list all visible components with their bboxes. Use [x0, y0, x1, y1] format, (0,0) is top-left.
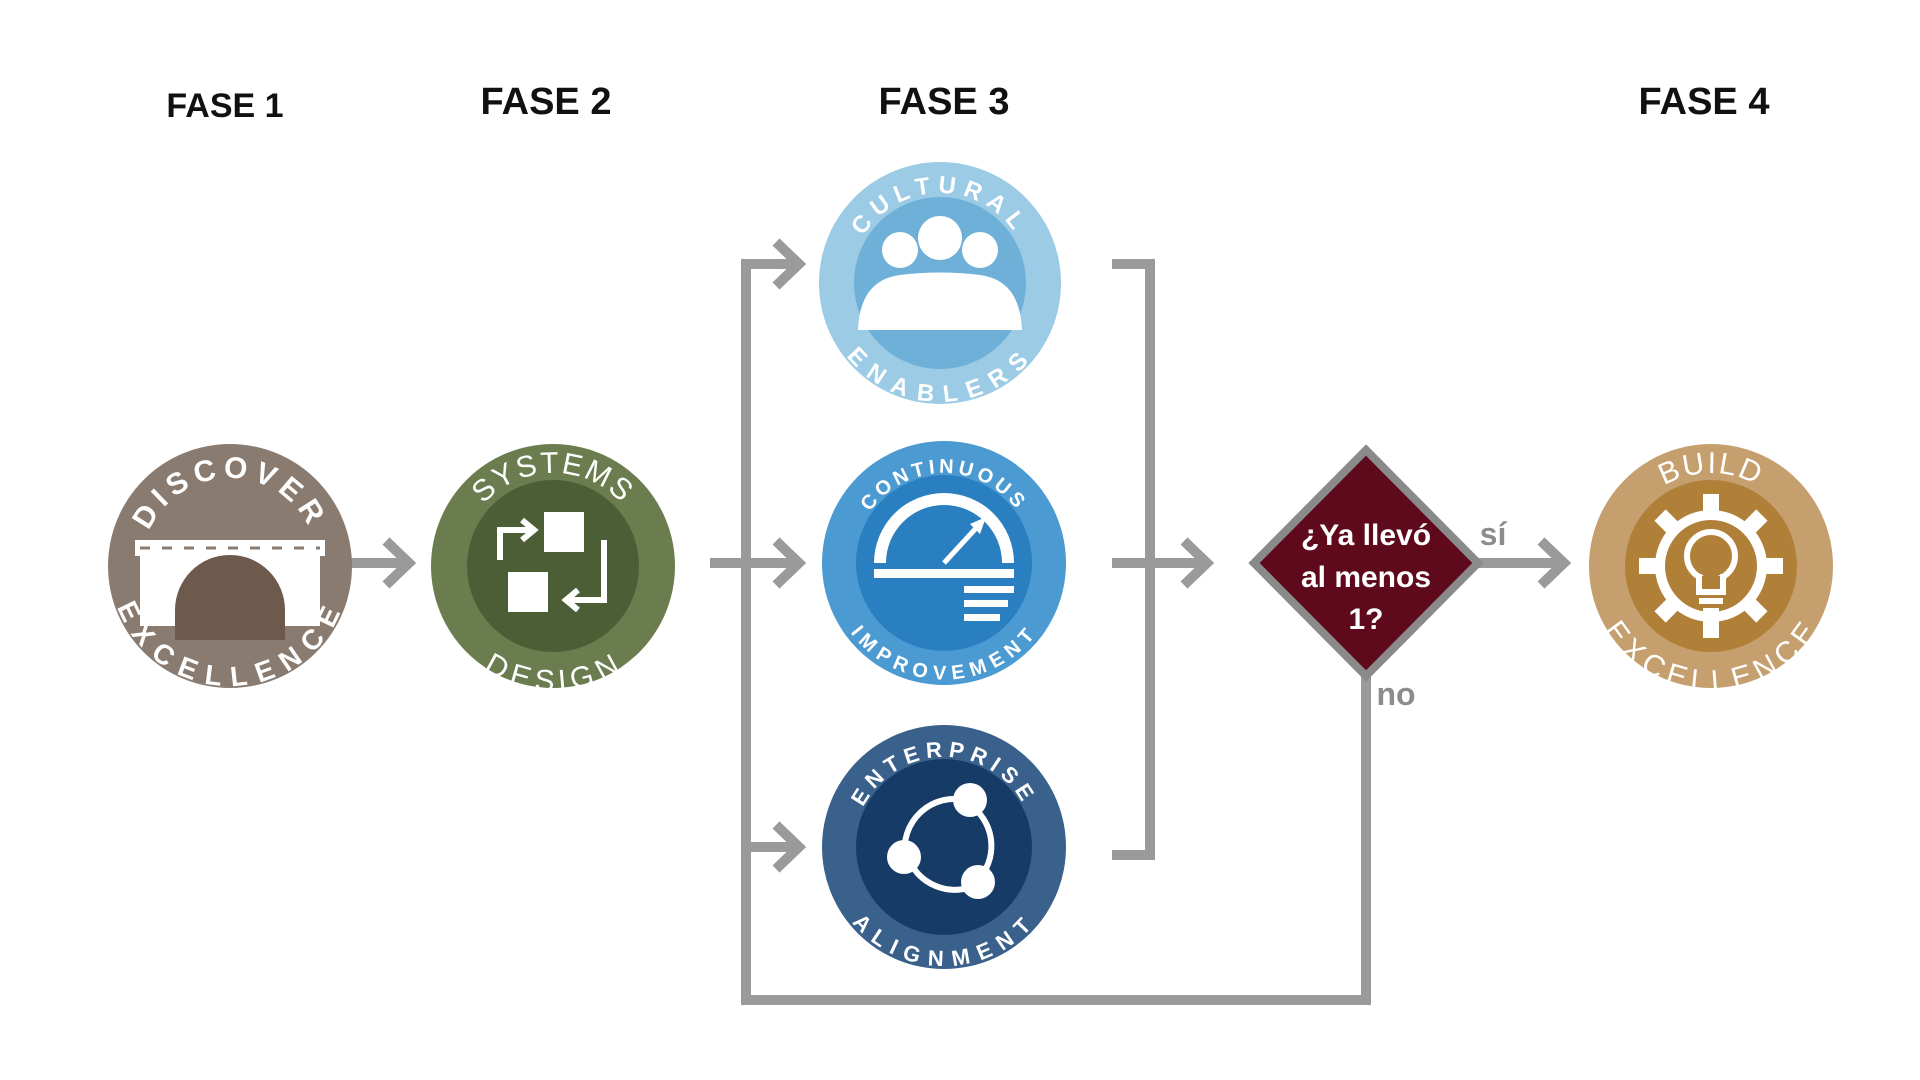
decision-line-1: ¿Ya llevó	[1301, 519, 1431, 552]
flow-connectors	[350, 238, 1572, 1005]
feedback-loop	[741, 259, 1371, 1005]
people-group-icon	[858, 216, 1022, 330]
continuous-improvement-badge: CONTINUOUS IMPROVEMENT	[822, 441, 1066, 685]
arrowhead-enterprise	[772, 821, 807, 873]
decision-diamond	[1248, 444, 1484, 682]
cultural-enablers-badge: CULTURAL ENABLERS	[819, 162, 1061, 408]
yes-label: sí	[1480, 516, 1508, 552]
arrowhead-systems	[382, 537, 417, 589]
no-label: no	[1376, 676, 1415, 712]
decision-line-3: 1?	[1348, 603, 1383, 636]
enterprise-alignment-badge: ENTERPRISE ALIGNMENT	[822, 725, 1066, 971]
network-nodes-icon	[887, 783, 995, 899]
discover-excellence-badge: DISCOVER EXCELLENCE	[108, 444, 352, 693]
build-excellence-badge: BUILD EXCELLENCE	[1589, 444, 1833, 698]
gear-lightbulb-icon	[1639, 494, 1783, 638]
phase-4-heading: FASE 4	[1639, 81, 1770, 123]
bridge-icon	[135, 540, 325, 640]
systems-inner-disc	[467, 480, 639, 652]
phase-2-heading: FASE 2	[481, 81, 612, 123]
phase-1-heading: FASE 1	[166, 87, 283, 125]
phase-3-heading: FASE 3	[879, 81, 1010, 123]
systems-design-badge: SYSTEMS DESIGN	[431, 444, 675, 698]
process-flow-icon	[497, 512, 607, 613]
arrowhead-cultural	[772, 238, 807, 290]
decision-line-2: al menos	[1301, 561, 1431, 594]
arrowhead-decision	[1180, 537, 1215, 589]
decision-node: ¿Ya llevó al menos 1?	[1248, 444, 1484, 682]
arrowhead-build	[1537, 537, 1572, 589]
arrowhead-continuous	[772, 537, 807, 589]
gauge-icon	[874, 493, 1014, 621]
